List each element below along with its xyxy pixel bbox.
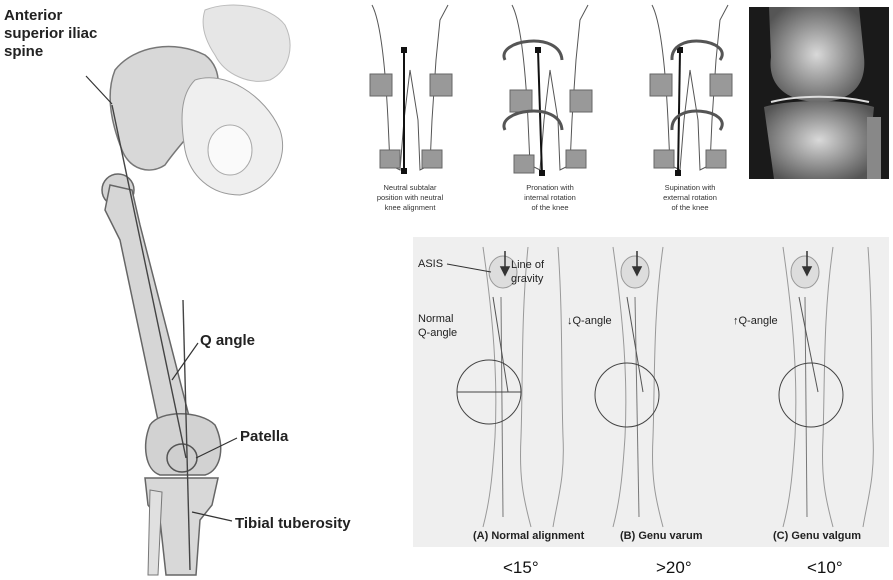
alignment-comparison-illustration: ASIS Line of gravity Normal Q-angle ↓Q-a… (413, 237, 889, 547)
figure-supination (650, 5, 732, 176)
asis-label-line3: spine (4, 43, 43, 60)
left-q-angle-figure: Anterior superior iliac spine Q angle Pa… (0, 0, 370, 580)
legs-genu-valgum (779, 247, 873, 527)
caption-supination-1: Supination with (665, 183, 716, 192)
foot-rotation-illustration: Neutral subtalar position with neutral k… (360, 0, 745, 225)
line-of-gravity-label-1: Line of (511, 259, 545, 271)
alignment-comparison-panel: ASIS Line of gravity Normal Q-angle ↓Q-a… (413, 237, 889, 547)
patella-label: Patella (240, 428, 289, 445)
asis-leader (86, 76, 112, 104)
tibial-tuberosity-label: Tibial tuberosity (235, 515, 351, 532)
degree-genu-varum: >20° (656, 558, 692, 578)
foot-rotation-figures: Neutral subtalar position with neutral k… (360, 0, 745, 225)
caption-supination-3: of the knee (671, 203, 708, 212)
fibula-bone (148, 490, 162, 575)
legs-genu-varum (595, 247, 663, 527)
leg-anatomy-illustration: Anterior superior iliac spine Q angle Pa… (0, 0, 370, 580)
figure-pronation (504, 5, 592, 176)
asis-label: ASIS (418, 258, 443, 270)
figure-neutral (370, 5, 452, 174)
legs-normal-alignment (457, 247, 563, 527)
caption-neutral-2: position with neutral (377, 193, 444, 202)
caption-neutral-3: knee alignment (385, 203, 437, 212)
knee-xray-image (749, 7, 889, 179)
caption-supination-2: external rotation (663, 193, 717, 202)
line-of-gravity-label-2: gravity (511, 273, 544, 285)
q-angle-label: Q angle (200, 332, 255, 349)
asis-label-line1: Anterior (4, 7, 63, 24)
obturator-foramen (208, 125, 252, 175)
caption-genu-varum: (B) Genu varum (620, 530, 703, 542)
caption-pronation-1: Pronation with (526, 183, 574, 192)
caption-normal-alignment: (A) Normal alignment (473, 530, 585, 542)
caption-genu-valgum: (C) Genu valgum (773, 530, 861, 542)
decreased-q-angle-label: ↓Q-angle (567, 315, 612, 327)
normal-q-angle-label-2: Q-angle (418, 327, 457, 339)
patella-bone (167, 444, 197, 472)
caption-pronation-3: of the knee (531, 203, 568, 212)
caption-pronation-2: internal rotation (524, 193, 576, 202)
gravity-arrows (501, 251, 811, 275)
asis-label-line2: superior iliac (4, 25, 97, 42)
normal-q-angle-label-1: Normal (418, 313, 453, 325)
knee-xray-illustration (749, 7, 889, 179)
degree-normal: <15° (503, 558, 539, 578)
increased-q-angle-label: ↑Q-angle (733, 315, 778, 327)
degree-genu-valgum: <10° (807, 558, 843, 578)
caption-neutral-1: Neutral subtalar (384, 183, 437, 192)
